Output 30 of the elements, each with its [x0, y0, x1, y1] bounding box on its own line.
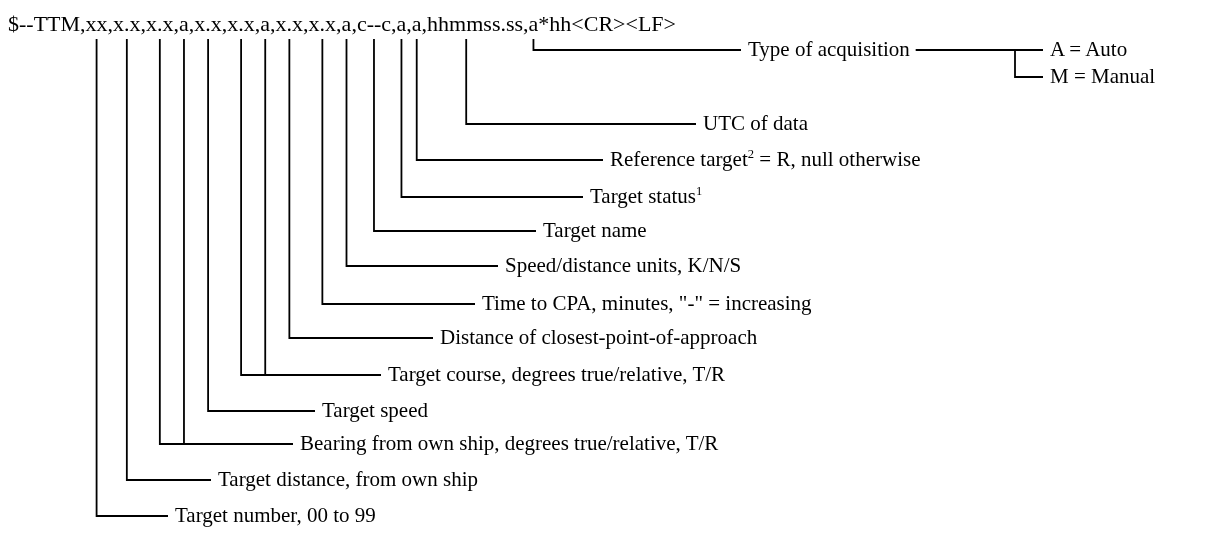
leader-line [532, 38, 742, 51]
leader-line [288, 38, 434, 339]
field-description: A = Auto [1050, 38, 1128, 62]
leader-line [914, 49, 1044, 78]
sentence-format: $--TTM,xx,x.x,x.x,a,x.x,x.x,a,x.x,x.x,a,c--c,a,a,hhmmss.ss,a*hh<CR><LF> [8, 11, 676, 37]
leader-line [240, 38, 382, 376]
leader-line [125, 38, 212, 481]
leader-line [465, 38, 697, 125]
field-description: Target number, 00 to 99 [175, 504, 376, 528]
field-description: Type of acquisition [748, 38, 910, 62]
leader-line [158, 38, 294, 445]
leader-line [321, 38, 476, 305]
field-description: Distance of closest-point-of-approach [440, 326, 758, 350]
field-description: UTC of data [703, 112, 808, 136]
field-description: Target name [543, 219, 647, 243]
field-description: Target speed [322, 399, 428, 423]
field-description: M = Manual [1050, 65, 1156, 89]
leader-line [345, 38, 499, 267]
leader-line [400, 38, 584, 198]
field-description: Speed/distance units, K/N/S [505, 254, 742, 278]
leader-line [373, 38, 537, 232]
field-description: Target distance, from own ship [218, 468, 478, 492]
field-description: Target course, degrees true/relative, T/R [388, 363, 726, 387]
field-description: Target status$^{1}$ [590, 185, 703, 209]
leader-line [207, 38, 316, 412]
leader-line [415, 38, 604, 161]
field-description: Reference target$^{2}$ = R, null otherwise [610, 148, 921, 172]
field-description: Time to CPA, minutes, "-" = increasing [482, 292, 812, 316]
leader-line [95, 38, 169, 517]
field-description: Bearing from own ship, degrees true/relative, T/R [300, 432, 719, 456]
